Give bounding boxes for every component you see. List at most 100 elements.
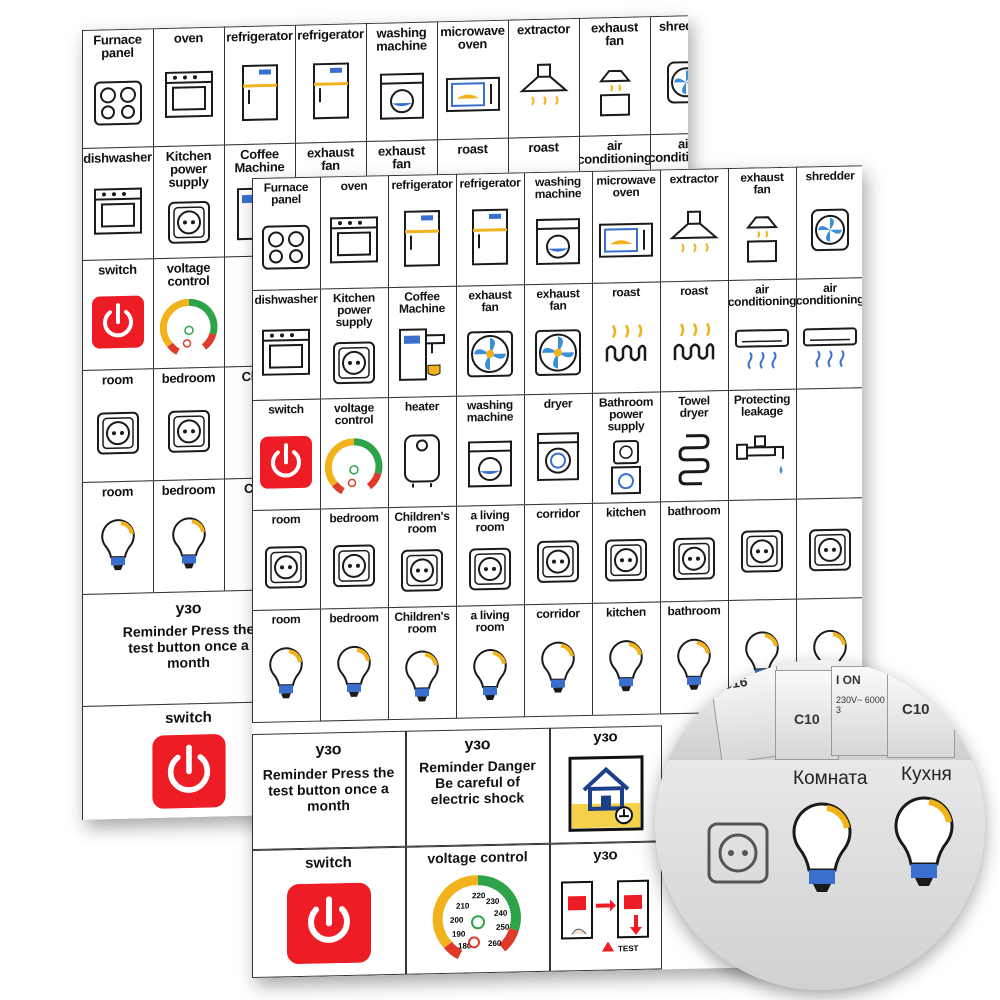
bathpower-icon: [593, 431, 660, 502]
sticker-roast: roast: [659, 279, 729, 392]
sticker-label: oven: [340, 178, 368, 193]
socket-icon: [389, 533, 456, 606]
sticker-label: a living room: [470, 607, 510, 634]
switch-sticker-large: switch: [82, 700, 296, 820]
fridge-icon: [389, 189, 456, 286]
sticker-bedroom: bedroom: [319, 606, 389, 722]
on-label: I ON: [836, 673, 861, 687]
bulb-icon: [154, 495, 224, 592]
sticker-label: Children's room: [394, 508, 450, 536]
sticker-bedroom: bedroom: [319, 506, 389, 610]
towel-icon: [661, 418, 728, 501]
oven-icon: [321, 191, 388, 288]
hood-icon: [661, 184, 728, 281]
sticker-bathroom-power-supply: Bathroom power supply: [591, 390, 661, 504]
fridge-icon: [457, 188, 524, 285]
dryer-icon: [525, 408, 592, 503]
uzo-reminder-text: Reminder Press the test button once a mo…: [122, 621, 255, 671]
sticker-label: Kitchen power supply: [333, 289, 375, 329]
coffee-icon: [389, 313, 456, 396]
socket-icon: [525, 518, 592, 603]
socket-icon: [321, 327, 388, 398]
breaker-label: C16: [720, 673, 749, 693]
sticker-kitchen: kitchen: [591, 500, 661, 604]
bulb-icon: [457, 632, 524, 717]
socket-icon: [661, 516, 728, 601]
sticker-label: Bathroom power supply: [598, 394, 654, 434]
hood-icon: [509, 34, 579, 137]
sticker-room: room: [252, 508, 321, 611]
voltage-control-sticker: voltage control 220 230 210 240 200 250 …: [405, 843, 550, 975]
sticker-corridor: corridor: [523, 502, 593, 605]
sticker-label: washing machine: [534, 173, 582, 201]
sticker-label: roast: [680, 282, 708, 298]
hoodsmall-icon: [580, 46, 650, 136]
sticker-label: microwave oven: [440, 22, 505, 52]
sticker-label: exhaust fan: [590, 18, 639, 48]
washer-icon: [525, 198, 592, 283]
socket-icon: [797, 501, 863, 598]
uzo-reminder-test: узо Reminder Press the test button once …: [252, 730, 406, 850]
breaker-2: C10: [775, 670, 839, 760]
stove-icon: [83, 58, 153, 148]
sticker-extractor: extractor: [507, 17, 580, 139]
socket-icon: [154, 383, 224, 480]
sticker-label: corridor: [536, 505, 580, 521]
socket-icon: [321, 523, 388, 608]
sticker-label: Children's room: [394, 608, 450, 636]
svg-text:230: 230: [486, 897, 500, 906]
sticker-air-conditioning: air conditioning: [795, 276, 862, 390]
sticker-blank: [727, 498, 797, 601]
leak-icon: [729, 416, 796, 499]
sticker-label: roast: [528, 138, 559, 155]
sticker-label: heater: [404, 398, 440, 414]
test-label: TEST: [618, 944, 639, 953]
front-sheet-bottom: узо Reminder Press the test button once …: [252, 721, 862, 978]
sticker-shredder: shredder: [649, 15, 688, 135]
uzo-test-diagram: узо TEST: [549, 840, 662, 972]
sticker-bedroom: bedroom: [152, 366, 225, 481]
socket-icon: [83, 385, 153, 482]
sticker-label: switch: [98, 261, 137, 278]
uzo-reminder-text: Reminder Press the test button once a mo…: [262, 764, 395, 814]
sticker-label: Coffee Machine: [399, 288, 445, 316]
fan-icon: [525, 310, 592, 393]
uzo-title: узо: [464, 735, 491, 754]
svg-text:240: 240: [494, 909, 508, 918]
sticker-label: oven: [173, 29, 204, 46]
sticker-label: exhaust fan: [468, 287, 512, 314]
sticker-switch: switch: [82, 257, 154, 371]
breaker-4: C10: [887, 668, 955, 758]
socket-icon: [705, 820, 771, 891]
socket-icon: [593, 517, 660, 602]
switch-sticker-large: switch: [252, 846, 406, 978]
sticker-label: Coffee Machine: [234, 145, 285, 175]
sticker-voltage-control: voltage control: [319, 396, 389, 510]
bulb-icon: [389, 633, 456, 718]
bulb-icon: [889, 792, 959, 897]
sticker-dishwasher: dishwasher: [252, 288, 321, 401]
sticker-label: air conditioning: [727, 281, 797, 309]
svg-text:220: 220: [472, 891, 486, 900]
uzo-title: узо: [175, 599, 202, 618]
sticker-dryer: dryer: [523, 392, 593, 505]
bulb-icon: [593, 617, 660, 714]
sticker-shredder: shredder: [795, 165, 862, 280]
sticker-exhaust-fan: exhaust fan: [727, 166, 797, 281]
socket-icon: [154, 187, 224, 258]
sticker-label: room: [101, 371, 134, 388]
sticker-furnace-panel: Furnace panel: [82, 27, 154, 149]
sticker-furnace-panel: Furnace panel: [252, 176, 321, 291]
sticker-label: Furnace panel: [93, 31, 142, 61]
sticker-kitchen-power-supply: Kitchen power supply: [319, 286, 389, 400]
sticker-switch: switch: [252, 398, 321, 511]
magnified-detail-circle: C16 C10 I ON 230V~ 6000 3 C10 Комната Ку…: [655, 660, 985, 990]
sticker-label: Towel dryer: [678, 392, 710, 420]
gauge-icon: [321, 425, 388, 508]
bulb-icon: [321, 623, 388, 720]
sticker-label: washing machine: [376, 24, 427, 54]
sticker-label: kitchen: [606, 504, 646, 520]
sticker-washing-machine: washing machine: [365, 20, 438, 142]
sticker-label: extractor: [669, 170, 719, 186]
kitchen-label-cyrillic: Кухня: [901, 764, 952, 785]
